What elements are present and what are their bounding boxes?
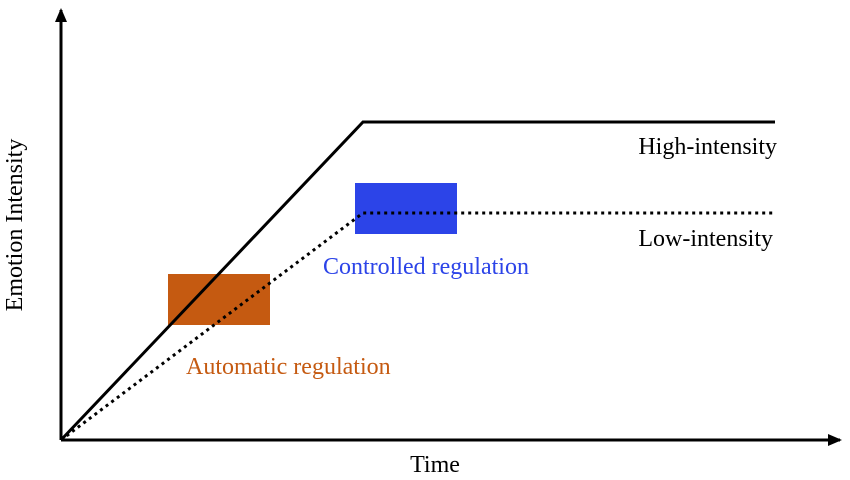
low-intensity-line xyxy=(60,211,775,442)
high-intensity-line xyxy=(59,120,775,442)
high-intensity-label: High-intensity xyxy=(638,134,777,160)
y-axis-label: Emotion Intensity xyxy=(2,139,28,312)
low-intensity-label: Low-intensity xyxy=(638,226,773,252)
automatic-regulation-box xyxy=(168,274,270,325)
controlled-regulation-box xyxy=(355,183,457,234)
automatic-regulation-label: Automatic regulation xyxy=(186,354,391,380)
controlled-regulation-label: Controlled regulation xyxy=(323,254,529,280)
x-axis-label: Time xyxy=(410,452,460,475)
